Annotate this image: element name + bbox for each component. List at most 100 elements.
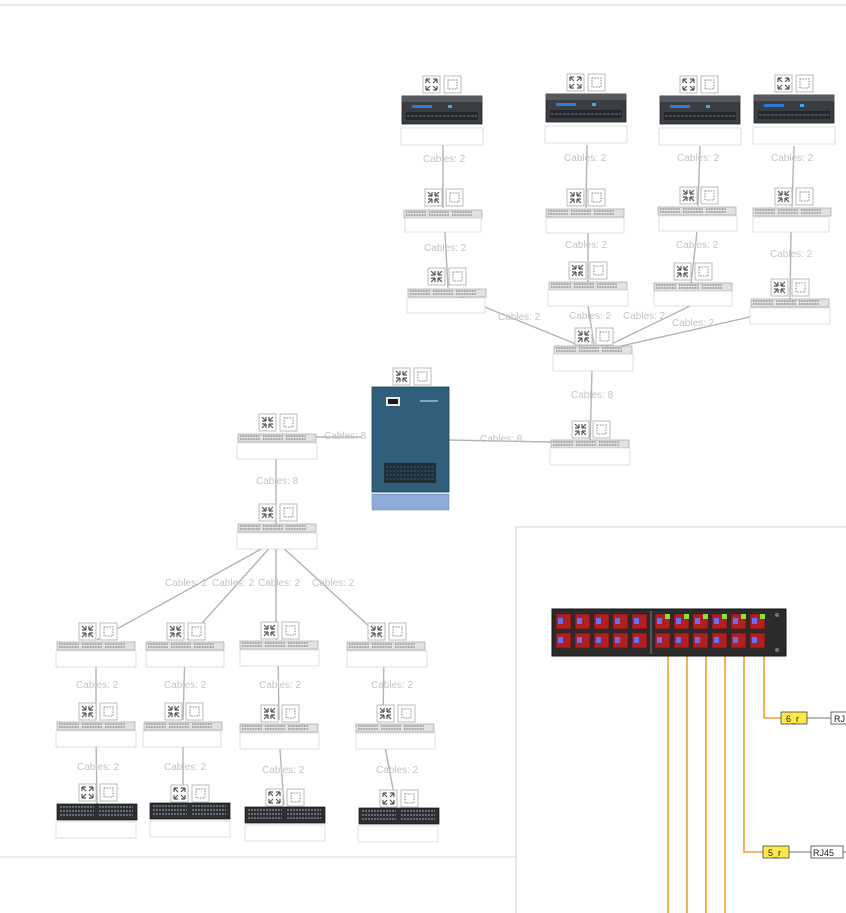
collapse-icon[interactable] bbox=[376, 704, 395, 723]
collapse-icon[interactable] bbox=[571, 420, 590, 439]
fit-view-icon[interactable] bbox=[388, 622, 407, 641]
server-node bbox=[357, 789, 440, 843]
cable-label: Cables: 2 bbox=[672, 318, 715, 329]
collapse-icon[interactable] bbox=[164, 702, 183, 721]
collapse-icon[interactable] bbox=[260, 621, 279, 640]
switch-node bbox=[346, 622, 428, 668]
expand-icon[interactable] bbox=[566, 73, 585, 92]
device-label-box bbox=[544, 125, 628, 144]
fit-view-icon[interactable] bbox=[279, 503, 298, 522]
collapse-icon[interactable] bbox=[258, 503, 277, 522]
patch-panel-node bbox=[403, 188, 483, 233]
fit-view-icon[interactable] bbox=[279, 413, 298, 432]
collapse-icon[interactable] bbox=[424, 188, 443, 207]
cable-label: Cables: 2 bbox=[164, 762, 207, 773]
collapse-icon[interactable] bbox=[774, 187, 793, 206]
port-tag-label: 5_r bbox=[768, 848, 781, 858]
fit-view-icon[interactable] bbox=[448, 267, 467, 286]
rj45-tag[interactable] bbox=[830, 711, 846, 725]
device-label-box bbox=[552, 353, 634, 372]
fit-view-icon[interactable] bbox=[397, 704, 416, 723]
fit-view-icon[interactable] bbox=[187, 622, 206, 641]
cable-label: Cables: 8 bbox=[571, 390, 614, 401]
collapse-icon[interactable] bbox=[568, 261, 587, 280]
collapse-icon[interactable] bbox=[260, 704, 279, 723]
device-label-box bbox=[749, 307, 831, 325]
fit-view-icon[interactable] bbox=[400, 789, 419, 808]
cable-label: Cables: 2 bbox=[164, 680, 207, 691]
fit-view-icon[interactable] bbox=[413, 367, 432, 386]
fit-view-icon[interactable] bbox=[185, 702, 204, 721]
port-detail-frame bbox=[515, 526, 846, 913]
device-label-box bbox=[346, 650, 428, 668]
patch-panel-node bbox=[549, 420, 631, 466]
collapse-icon[interactable] bbox=[574, 327, 593, 346]
fit-view-icon[interactable] bbox=[589, 261, 608, 280]
fit-view-icon[interactable] bbox=[795, 187, 814, 206]
collapse-icon[interactable] bbox=[566, 188, 585, 207]
patch-panel-node bbox=[142, 702, 223, 748]
fit-view-icon[interactable] bbox=[791, 278, 810, 297]
cable-label: Cables: 2 bbox=[371, 680, 414, 691]
cable-label: Cables: 2 bbox=[165, 578, 208, 589]
expand-icon[interactable] bbox=[170, 784, 189, 803]
device-label-box bbox=[142, 730, 222, 748]
fit-view-icon[interactable] bbox=[587, 73, 606, 92]
fit-view-icon[interactable] bbox=[795, 74, 814, 93]
fit-view-icon[interactable] bbox=[281, 621, 300, 640]
cable-label: Cables: 2 bbox=[258, 578, 301, 589]
device-label-box bbox=[239, 732, 320, 750]
collapse-icon[interactable] bbox=[258, 413, 277, 432]
fit-view-icon[interactable] bbox=[99, 783, 118, 802]
collapse-icon[interactable] bbox=[770, 278, 789, 297]
collapse-icon[interactable] bbox=[78, 622, 97, 641]
collapse-icon[interactable] bbox=[78, 702, 97, 721]
cable-label: Cables: 2 bbox=[565, 240, 608, 251]
collapse-icon[interactable] bbox=[673, 262, 692, 281]
device-label-box bbox=[357, 825, 439, 843]
server-node bbox=[149, 784, 231, 838]
expand-icon[interactable] bbox=[679, 75, 698, 94]
fit-view-icon[interactable] bbox=[286, 788, 305, 807]
fit-view-icon[interactable] bbox=[592, 420, 611, 439]
expand-icon[interactable] bbox=[265, 788, 284, 807]
fit-view-icon[interactable] bbox=[191, 784, 210, 803]
collapse-icon[interactable] bbox=[367, 622, 386, 641]
device-label-box bbox=[149, 820, 231, 838]
expand-icon[interactable] bbox=[379, 789, 398, 808]
collapse-icon[interactable] bbox=[679, 186, 698, 205]
fit-view-icon[interactable] bbox=[445, 188, 464, 207]
port-tag-label: 6_r bbox=[786, 714, 799, 724]
fit-view-icon[interactable] bbox=[694, 262, 713, 281]
fit-view-icon[interactable] bbox=[99, 622, 118, 641]
cable-label: Cables: 2 bbox=[564, 153, 607, 164]
fit-view-icon[interactable] bbox=[443, 75, 462, 94]
cabinet-vent bbox=[384, 463, 436, 483]
collapse-icon[interactable] bbox=[166, 622, 185, 641]
expand-icon[interactable] bbox=[422, 75, 441, 94]
cable-label: Cables: 8 bbox=[256, 476, 299, 487]
collapse-icon[interactable] bbox=[392, 367, 411, 386]
fit-view-icon[interactable] bbox=[587, 188, 606, 207]
server-node bbox=[544, 73, 628, 144]
fit-view-icon[interactable] bbox=[281, 704, 300, 723]
device-label-box bbox=[752, 126, 836, 145]
patch-panel-node bbox=[55, 702, 137, 748]
device-label-box bbox=[145, 650, 225, 668]
collapse-icon[interactable] bbox=[427, 267, 446, 286]
fit-view-icon[interactable] bbox=[700, 186, 719, 205]
server-node bbox=[400, 75, 484, 146]
cable-label: Cables: 2 bbox=[569, 311, 612, 322]
expand-icon[interactable] bbox=[774, 74, 793, 93]
cable-label: Cables: 2 bbox=[423, 154, 466, 165]
fit-view-icon[interactable] bbox=[99, 702, 118, 721]
fit-view-icon[interactable] bbox=[595, 327, 614, 346]
cable-label: Cables: 2 bbox=[424, 243, 467, 254]
device-label-box bbox=[653, 290, 733, 307]
patch-panel-node bbox=[239, 704, 320, 750]
expand-icon[interactable] bbox=[78, 783, 97, 802]
fit-view-icon[interactable] bbox=[700, 75, 719, 94]
device-label-box bbox=[236, 532, 318, 550]
device-label-box bbox=[545, 217, 625, 234]
